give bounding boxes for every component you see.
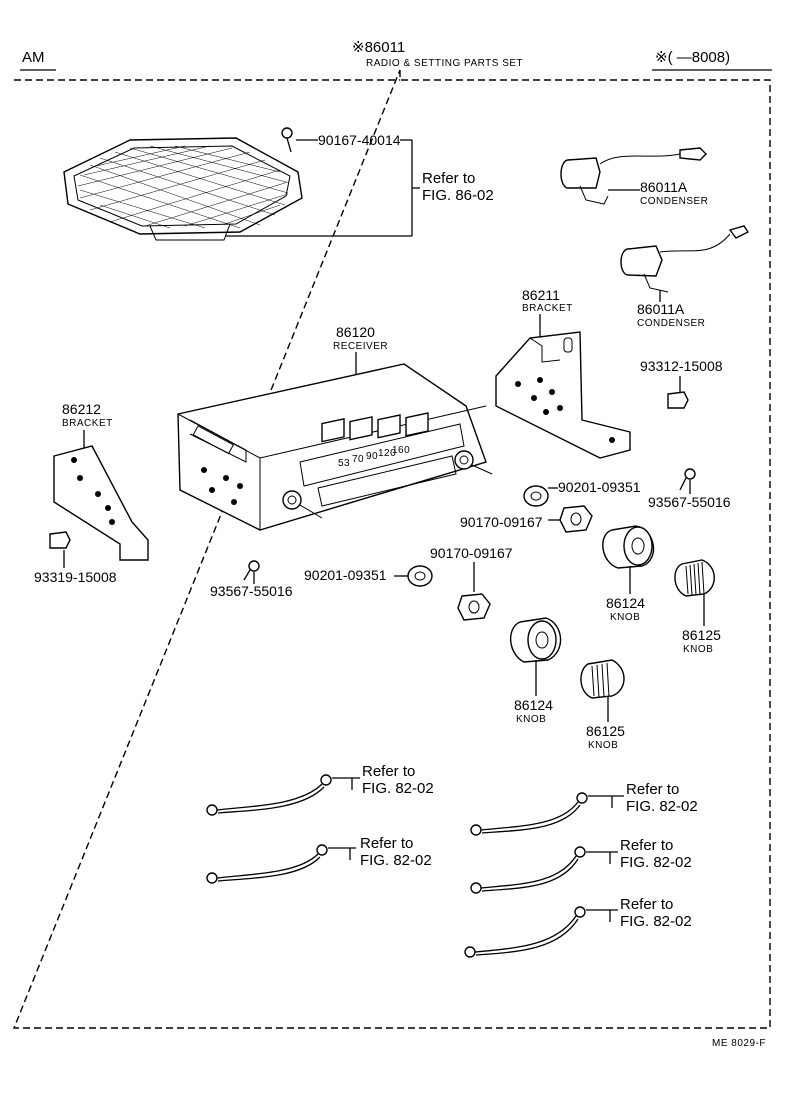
label-screw-top: 90167-40014 bbox=[318, 132, 401, 148]
harness-1-refer: Refer to bbox=[362, 763, 415, 780]
harness-3-refer: Refer to bbox=[626, 781, 679, 798]
dial-mark-5: 160 bbox=[392, 445, 410, 456]
label-knob2-r-name: KNOB bbox=[683, 644, 713, 655]
label-screw-l: 93567-55016 bbox=[210, 583, 293, 599]
production-range: ※( —8008) bbox=[655, 49, 730, 66]
label-bracket-l-no: 86212 bbox=[62, 401, 101, 417]
condenser-1 bbox=[560, 147, 707, 205]
wire-harness-1 bbox=[206, 774, 332, 816]
label-screw-r: 93567-55016 bbox=[648, 494, 731, 510]
dial-mark-2: 70 bbox=[352, 454, 364, 465]
harness-2-fig: FIG. 82-02 bbox=[360, 852, 432, 869]
dial-scale: 53 70 90 120 160 bbox=[338, 445, 410, 469]
label-knob-r-name: KNOB bbox=[610, 612, 640, 623]
dial-mark-3: 90 bbox=[366, 451, 378, 462]
harness-4-fig: FIG. 82-02 bbox=[620, 854, 692, 871]
washer-right bbox=[523, 485, 549, 507]
knob-86124-left bbox=[510, 617, 562, 663]
condenser-2 bbox=[620, 225, 750, 293]
knob-86125-left bbox=[580, 659, 625, 699]
receiver-unit bbox=[177, 363, 493, 531]
harness-3-fig: FIG. 82-02 bbox=[626, 798, 698, 815]
label-bracket-l-name: BRACKET bbox=[62, 418, 113, 429]
bracket-left bbox=[53, 445, 149, 561]
label-receiver-name: RECEIVER bbox=[333, 341, 388, 352]
label-bracket-r-no: 86211 bbox=[522, 287, 560, 303]
wire-harness-5 bbox=[464, 906, 586, 958]
figure-code: ME 8029-F bbox=[712, 1038, 766, 1049]
label-knob-l-name: KNOB bbox=[516, 714, 546, 725]
wire-harness-2 bbox=[206, 844, 328, 884]
label-knob2-l-name: KNOB bbox=[588, 740, 618, 751]
knob-86124-right bbox=[602, 525, 655, 569]
harness-4-refer: Refer to bbox=[620, 837, 673, 854]
label-condenser-1-no: 86011A bbox=[640, 179, 688, 195]
set-part-name: RADIO & SETTING PARTS SET bbox=[366, 58, 523, 69]
dial-mark-4: 120 bbox=[378, 448, 396, 459]
label-knob-l-no: 86124 bbox=[514, 697, 553, 713]
dial-mark-1: 53 bbox=[338, 458, 350, 469]
label-washer-r: 90201-09351 bbox=[558, 479, 641, 495]
wire-harness-4 bbox=[470, 846, 586, 894]
washer-left bbox=[407, 565, 433, 587]
screw-top bbox=[281, 127, 293, 153]
refer-speaker-line2: FIG. 86-02 bbox=[422, 187, 494, 204]
bolt-right bbox=[667, 391, 689, 409]
label-bolt-l: 93319-15008 bbox=[34, 569, 117, 585]
screw-left bbox=[243, 560, 260, 581]
refer-speaker-line1: Refer to bbox=[422, 170, 475, 187]
label-condenser-2-no: 86011A bbox=[637, 301, 685, 317]
label-condenser-2-name: CONDENSER bbox=[637, 318, 705, 329]
wire-harness-3 bbox=[470, 792, 588, 836]
label-receiver-no: 86120 bbox=[336, 324, 375, 340]
set-boundary-frame bbox=[12, 69, 771, 1029]
set-part-number: ※86011 bbox=[352, 39, 405, 56]
harness-5-refer: Refer to bbox=[620, 896, 673, 913]
model-label: AM bbox=[22, 49, 45, 66]
nut-right bbox=[559, 505, 593, 533]
harness-2-refer: Refer to bbox=[360, 835, 413, 852]
label-condenser-1-name: CONDENSER bbox=[640, 196, 708, 207]
speaker bbox=[63, 137, 303, 241]
bracket-right bbox=[495, 331, 631, 459]
label-bolt-r: 93312-15008 bbox=[640, 358, 723, 374]
nut-left bbox=[457, 593, 491, 621]
harness-5-fig: FIG. 82-02 bbox=[620, 913, 692, 930]
label-nut-l: 90170-09167 bbox=[430, 545, 513, 561]
label-knob2-r-no: 86125 bbox=[682, 627, 721, 643]
bolt-left bbox=[49, 531, 71, 549]
label-bracket-r-name: BRACKET bbox=[522, 303, 573, 314]
knob-86125-right bbox=[674, 559, 715, 597]
label-knob-r-no: 86124 bbox=[606, 595, 645, 611]
label-knob2-l-no: 86125 bbox=[586, 723, 625, 739]
label-washer-l: 90201-09351 bbox=[304, 567, 387, 583]
label-nut-r: 90170-09167 bbox=[460, 514, 543, 530]
screw-right bbox=[679, 468, 696, 491]
harness-1-fig: FIG. 82-02 bbox=[362, 780, 434, 797]
